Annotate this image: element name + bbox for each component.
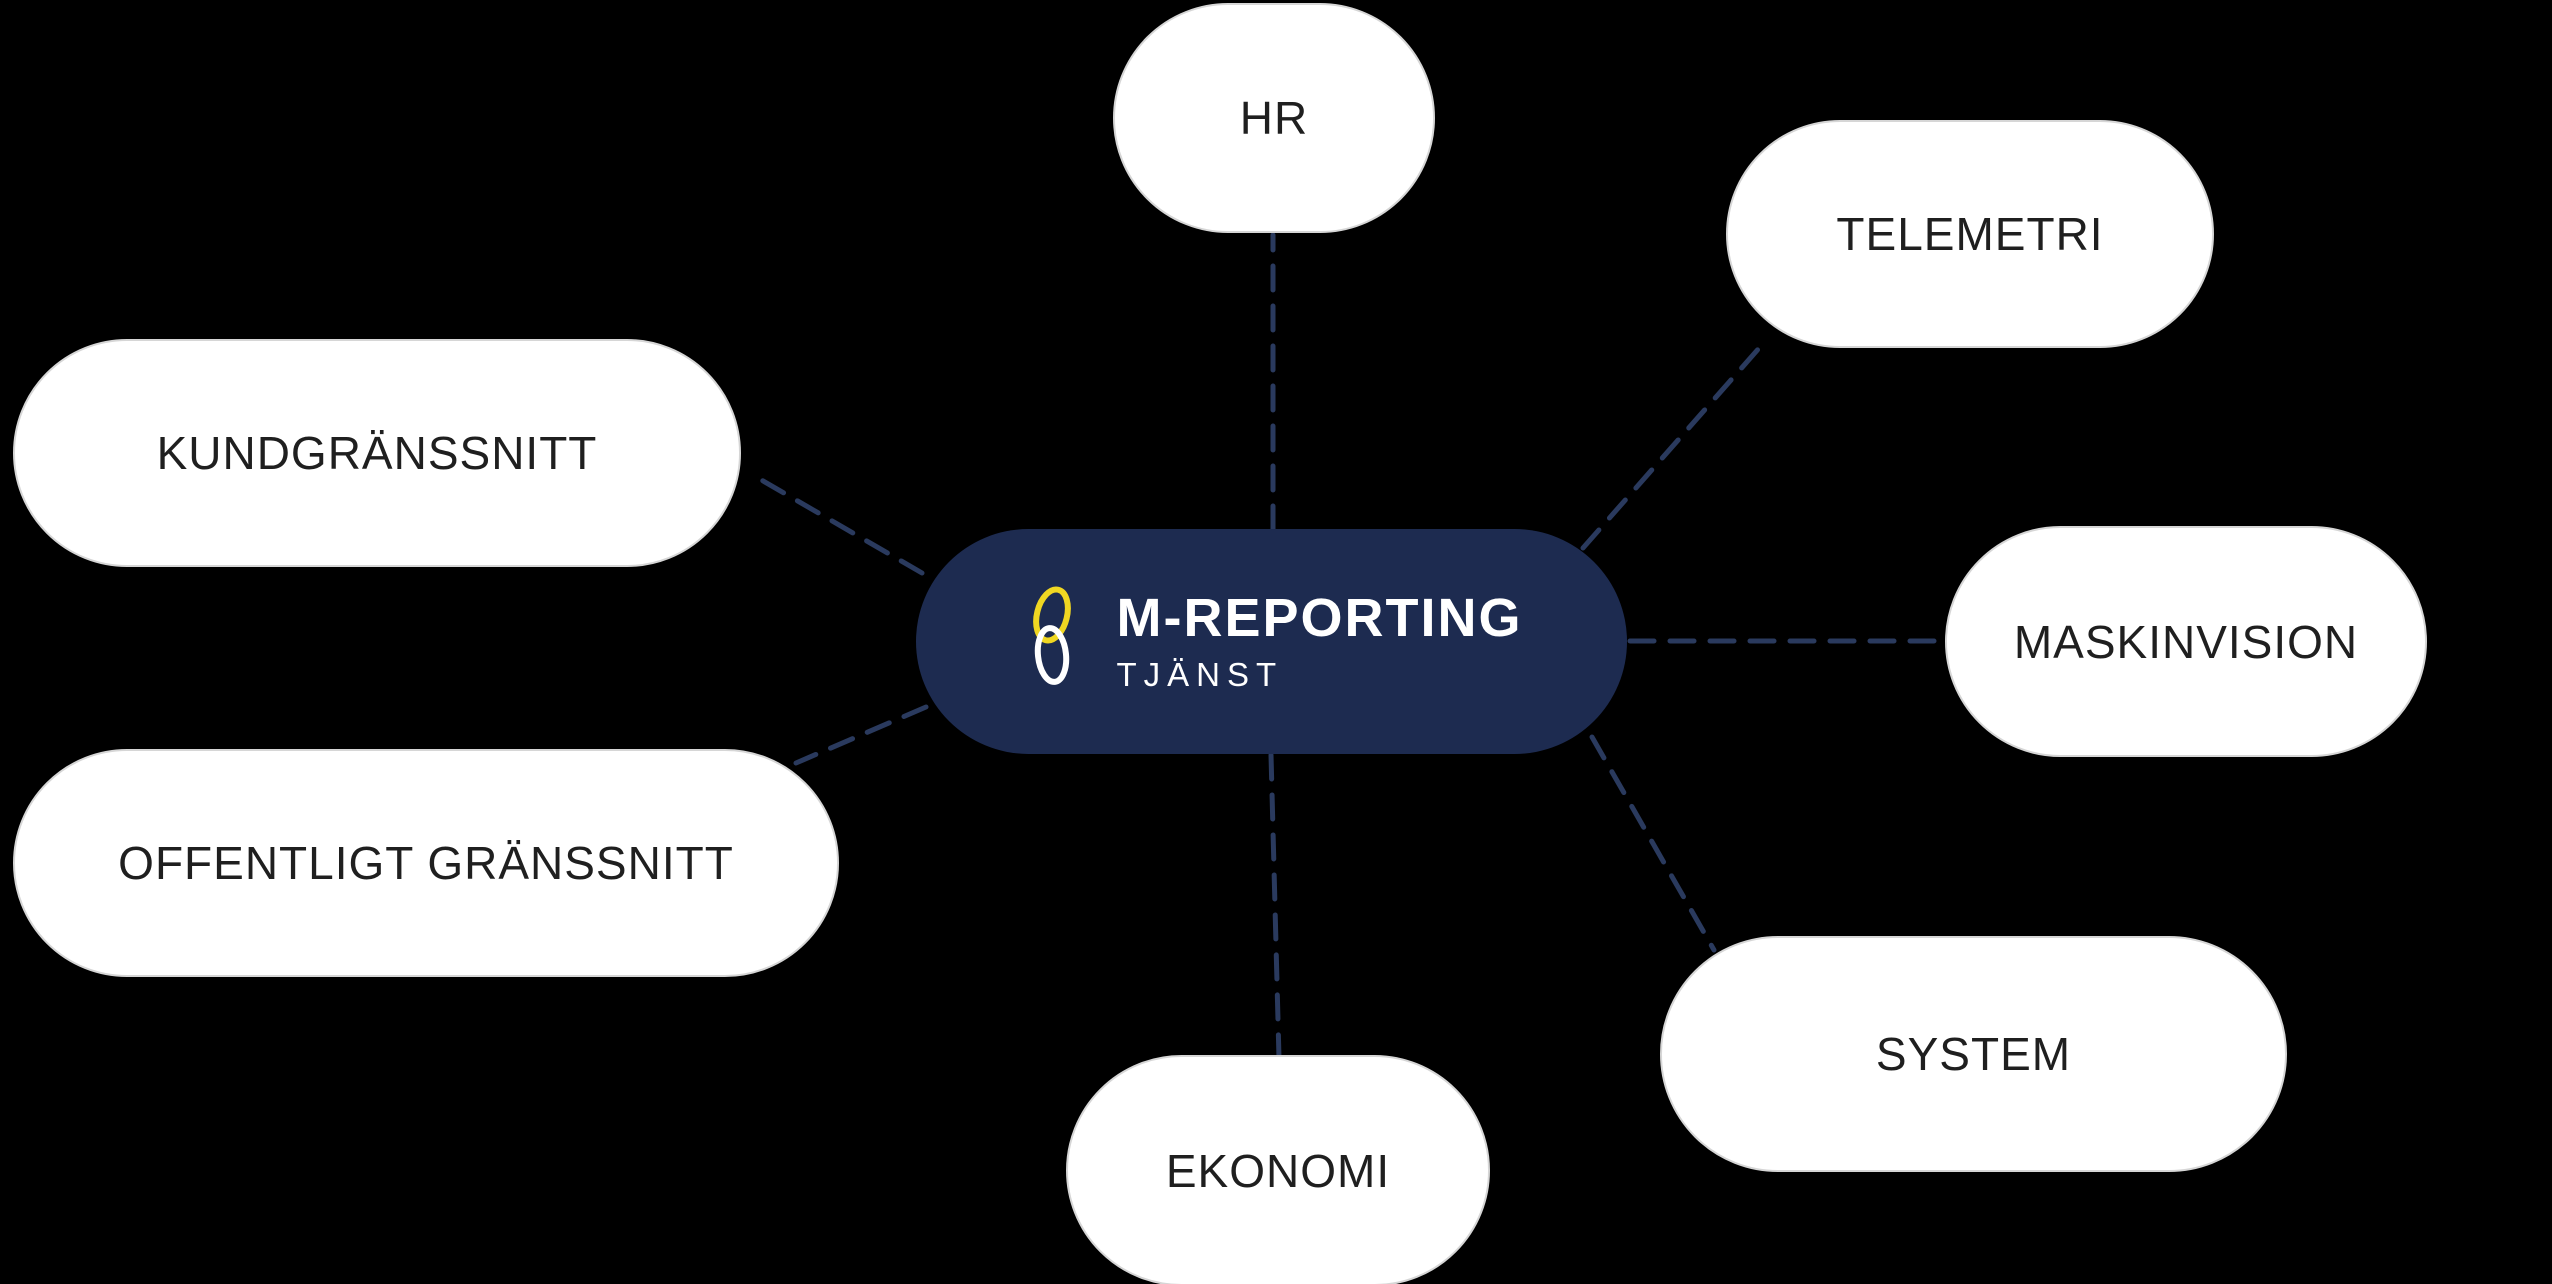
node-telemetri: TELEMETRI [1726,120,2214,348]
connector-center-kund [755,475,925,576]
connector-center-offentligt [793,704,929,766]
node-ekonomi-label: EKONOMI [1165,1144,1391,1197]
node-ekonomi: EKONOMI [1066,1055,1490,1284]
node-system-label: SYSTEM [1875,1028,2072,1080]
center-subtitle: TJÄNST [1116,656,1284,694]
node-offentligt-granssnitt-label: OFFENTLIGT GRÄNSSNITT [118,837,734,889]
node-kundgranssnitt: KUNDGRÄNSSNITT [13,339,741,567]
node-maskinvision-label: MASKINVISION [2013,615,2359,668]
center-text-block: M-REPORTING TJÄNST [1116,587,1523,694]
connector-center-telemetri [1580,335,1771,551]
node-telemetri-label: TELEMETRI [1836,208,2104,260]
node-hr-label: HR [1239,92,1309,144]
node-maskinvision: MASKINVISION [1945,526,2427,757]
interlocked-rings-logo-icon [1032,586,1071,685]
node-kundgranssnitt-label: KUNDGRÄNSSNITT [156,427,598,479]
node-offentligt-granssnitt: OFFENTLIGT GRÄNSSNITT [13,749,839,977]
node-system: SYSTEM [1660,936,2287,1172]
connector-center-ekonomi [1268,752,1282,1061]
center-title: M-REPORTING [1116,587,1523,648]
center-node-m-reporting: M-REPORTING TJÄNST [916,529,1627,754]
node-hr: HR [1113,3,1435,233]
connector-center-system [1589,734,1717,953]
